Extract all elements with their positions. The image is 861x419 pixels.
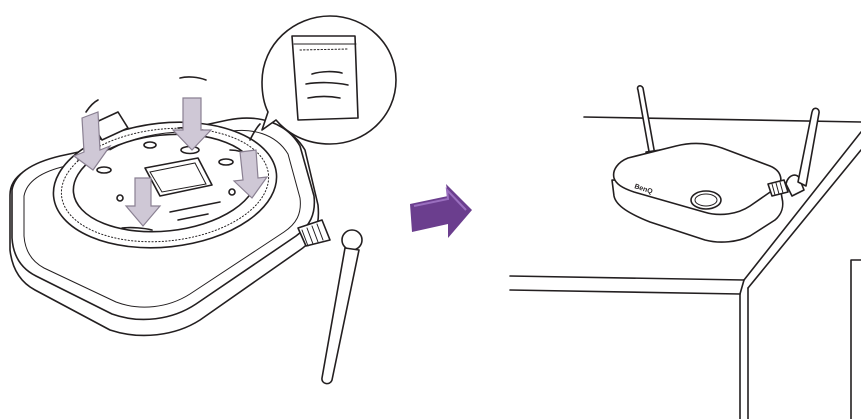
pad-bag-callout	[261, 15, 397, 145]
down-arrow-icon	[171, 97, 213, 151]
device-on-table: BenQ	[611, 85, 820, 243]
down-arrow-icon	[72, 111, 112, 171]
down-arrow-icon	[124, 177, 162, 227]
antenna-left-panel	[297, 219, 363, 385]
press-down-arrows	[72, 97, 269, 227]
device-bottom-view	[9, 76, 320, 337]
table	[509, 116, 861, 419]
right-arrow-icon	[410, 184, 472, 238]
down-arrow-icon	[232, 149, 269, 199]
